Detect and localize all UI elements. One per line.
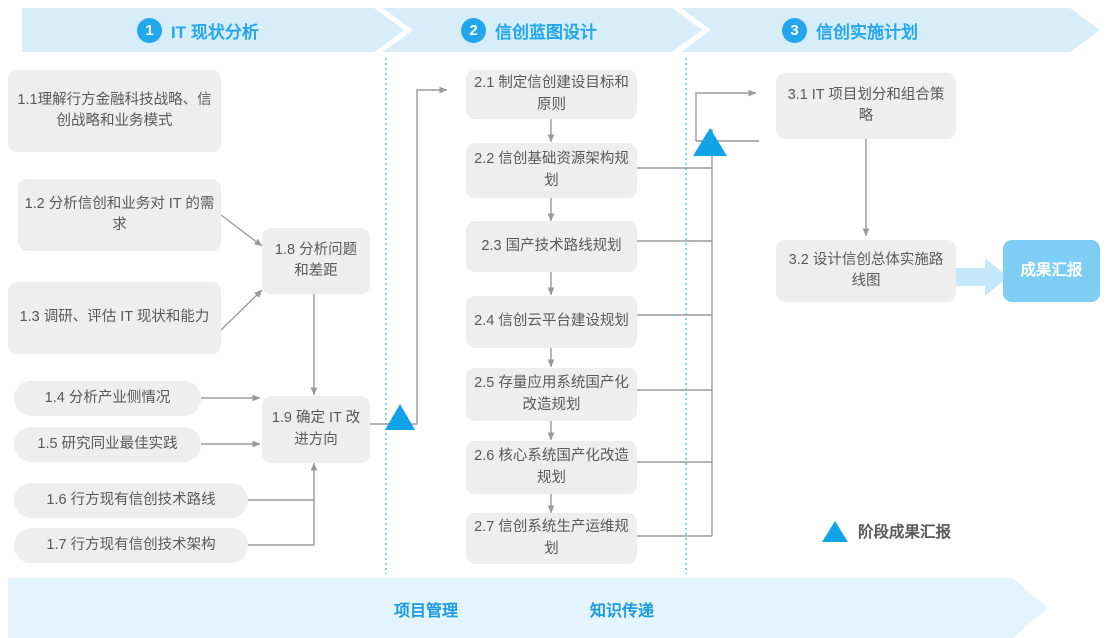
node-3-1[interactable]: 3.1 IT 项目划分和组合策略 [776, 73, 956, 139]
triangle-icon [822, 520, 848, 542]
phase-header-1: 1 IT 现状分析 [137, 18, 259, 43]
node-2-4[interactable]: 2.4 信创云平台建设规划 [466, 296, 637, 348]
node-1-9[interactable]: 1.9 确定 IT 改进方向 [262, 396, 370, 463]
node-3-2[interactable]: 3.2 设计信创总体实施路线图 [776, 240, 956, 302]
legend-label: 阶段成果汇报 [858, 524, 952, 541]
node-2-7[interactable]: 2.7 信创系统生产运维规划 [466, 513, 637, 564]
footer-item-knowledge-transfer: 知识传递 [590, 603, 655, 620]
phase-header-2: 2 信创蓝图设计 [461, 18, 597, 43]
node-1-1[interactable]: 1.1理解行方金融科技战略、信创战略和业务模式 [8, 70, 221, 152]
node-2-5[interactable]: 2.5 存量应用系统国产化改造规划 [466, 368, 637, 421]
phase-number-3: 3 [782, 18, 807, 43]
node-1-8[interactable]: 1.8 分析问题和差距 [262, 228, 370, 294]
phase1-connectors [201, 86, 448, 546]
phase-number-2: 2 [461, 18, 486, 43]
node-1-5[interactable]: 1.5 研究同业最佳实践 [14, 427, 201, 462]
stage-report-triangle-icon [385, 128, 727, 430]
footer-band [8, 578, 1048, 638]
phase-band [22, 8, 1100, 52]
node-1-7[interactable]: 1.7 行方现有信创技术架构 [14, 528, 248, 563]
phase-header-3: 3 信创实施计划 [782, 18, 918, 43]
legend: 阶段成果汇报 [822, 520, 951, 542]
node-2-6[interactable]: 2.6 核心系统国产化改造规划 [466, 441, 637, 494]
node-2-3[interactable]: 2.3 国产技术路线规划 [466, 221, 637, 272]
phase-label-2: 信创蓝图设计 [495, 23, 597, 42]
phase-number-1: 1 [137, 18, 162, 43]
node-1-6[interactable]: 1.6 行方现有信创技术路线 [14, 483, 248, 518]
node-1-2[interactable]: 1.2 分析信创和业务对 IT 的需求 [18, 179, 221, 251]
phase-label-3: 信创实施计划 [816, 23, 918, 42]
node-1-4[interactable]: 1.4 分析产业侧情况 [14, 381, 201, 416]
phase-label-1: IT 现状分析 [171, 23, 259, 42]
phase-divider [385, 58, 687, 574]
result-arrow-icon [955, 258, 1008, 296]
footer-item-project-management: 项目管理 [394, 603, 459, 620]
phase2-output-bus [637, 89, 759, 537]
node-2-2[interactable]: 2.2 信创基础资源架构规划 [466, 143, 637, 198]
result-report-box[interactable]: 成果汇报 [1003, 240, 1100, 302]
node-1-3[interactable]: 1.3 调研、评估 IT 现状和能力 [8, 282, 221, 354]
node-2-1[interactable]: 2.1 制定信创建设目标和原则 [466, 70, 637, 119]
